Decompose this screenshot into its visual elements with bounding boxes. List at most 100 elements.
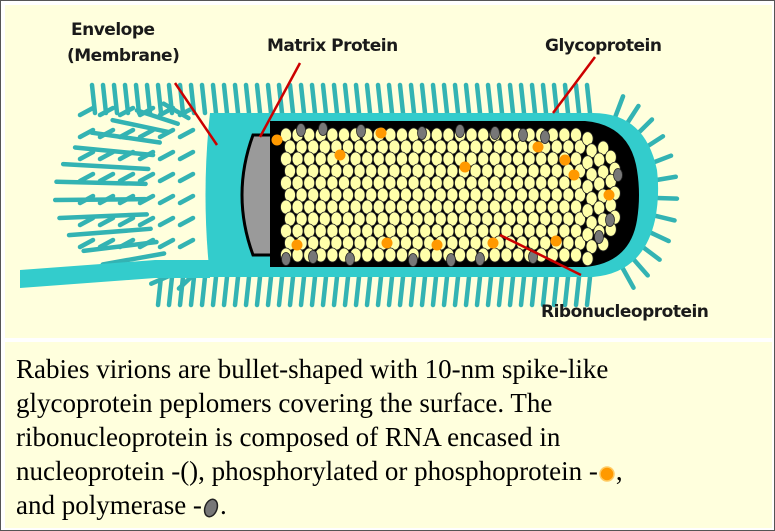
glycoprotein-spike: [356, 277, 359, 305]
glycoprotein-spike: [345, 85, 348, 113]
glycoprotein-spike: [622, 267, 633, 287]
glycoprotein-spike: [120, 196, 133, 203]
glycoprotein-spike: [532, 85, 535, 113]
glycoprotein-spike: [180, 218, 193, 225]
glycoprotein-spike: [202, 277, 205, 305]
glycoprotein-spike: [180, 152, 193, 159]
orange-dot-icon: [598, 465, 616, 483]
glycoprotein-spike: [345, 277, 348, 305]
glycoprotein-spike: [202, 85, 205, 113]
glycoprotein-spike: [160, 240, 173, 247]
virion-diagram: Envelope (Membrane) Matrix Protein Glyco…: [5, 5, 772, 338]
glycoprotein-spike: [455, 85, 458, 113]
glycoprotein-spike: [554, 277, 557, 305]
glycoprotein-spike: [312, 277, 315, 305]
glycoprotein-spike: [444, 277, 447, 305]
glycoprotein-spike: [160, 152, 173, 159]
glycoprotein-spike: [565, 85, 568, 113]
glycoprotein-spike: [100, 108, 113, 115]
glycoprotein-spike: [140, 130, 153, 137]
glycoprotein-spike: [632, 258, 647, 276]
polymerase-dot: [456, 125, 465, 138]
glycoprotein-spike: [160, 218, 173, 225]
glycoprotein-spike: [290, 85, 293, 113]
polymerase-dot: [346, 253, 355, 266]
glycoprotein-spike: [565, 277, 568, 305]
phosphoprotein-dot: [292, 240, 303, 251]
glycoprotein-spike: [312, 85, 315, 113]
glycoprotein-spike: [120, 174, 133, 181]
polymerase-dot: [282, 253, 291, 266]
glycoprotein-spike: [378, 277, 381, 305]
phosphoprotein-dot: [335, 150, 346, 161]
caption-line-3: ribonucleoprotein is composed of RNA enc…: [16, 422, 560, 452]
glycoprotein-spike: [422, 85, 425, 113]
caption-line-4: nucleoprotein -(), phosphorylated or pho…: [16, 456, 598, 486]
phosphoprotein-dot: [432, 240, 443, 251]
phosphoprotein-dot: [460, 162, 471, 173]
polymerase-dot: [309, 251, 318, 264]
glycoprotein-spike: [69, 229, 151, 235]
glycoprotein-spike: [140, 174, 153, 181]
polymerase-dot: [491, 127, 500, 140]
glycoprotein-spike: [100, 218, 113, 225]
ribonucleoprotein-coils: [281, 128, 621, 266]
glycoprotein-spike: [521, 277, 524, 305]
glycoprotein-spike: [160, 196, 173, 203]
glycoprotein-spike: [224, 277, 227, 305]
glycoprotein-spike: [268, 85, 271, 113]
glycoprotein-spike: [80, 130, 93, 137]
polymerase-dot: [606, 214, 615, 227]
glycoprotein-spike: [433, 277, 436, 305]
nucleoprotein-bead: [559, 248, 570, 262]
glycoprotein-spike: [576, 277, 579, 305]
membrane-label: (Membrane): [67, 46, 179, 66]
glycoprotein-spike: [411, 277, 414, 305]
glycoprotein-spike: [246, 85, 249, 113]
glycoprotein-spike: [120, 218, 133, 225]
glycoprotein-spike: [389, 85, 392, 113]
glycoprotein-spike: [213, 85, 216, 113]
glycoprotein-spike: [422, 277, 425, 305]
nucleoprotein-bead: [501, 248, 512, 262]
phosphoprotein-dot: [272, 135, 283, 146]
phosphoprotein-dot: [488, 238, 499, 249]
glycoprotein-spike: [323, 277, 326, 305]
glycoprotein-spike: [576, 85, 579, 113]
glycoprotein-spike: [158, 85, 161, 113]
nucleoprotein-bead: [362, 248, 373, 262]
caption-line-5: and polymerase -: [16, 490, 202, 520]
glycoprotein-spike: [169, 277, 172, 305]
phosphoprotein-dot: [551, 236, 562, 247]
glycoprotein-spike: [80, 152, 93, 159]
polymerase-dot: [418, 127, 427, 140]
glycoprotein-spike: [510, 85, 513, 113]
glycoprotein-spike: [411, 85, 414, 113]
glycoprotein-spike: [140, 240, 153, 247]
phosphoprotein-dot: [533, 142, 544, 153]
caption-line-5-end: .: [220, 490, 227, 520]
glycoprotein-spike: [367, 85, 370, 113]
glycoprotein-spike: [356, 85, 359, 113]
glycoprotein-spike: [587, 85, 590, 113]
glycoprotein-spike: [367, 277, 370, 305]
glycoprotein-spike: [466, 85, 469, 113]
ribonucleoprotein-label: Ribonucleoprotein: [541, 302, 708, 322]
glycoprotein-spike: [532, 277, 535, 305]
nucleoprotein-bead: [489, 248, 500, 262]
envelope-label: Envelope: [71, 20, 155, 40]
phosphoprotein-dot: [382, 238, 393, 249]
glycoprotein-spike: [444, 85, 447, 113]
nucleoprotein-bead: [420, 248, 431, 262]
glycoprotein-spike: [499, 277, 502, 305]
glycoprotein-spike: [334, 277, 337, 305]
glycoprotein-spike: [543, 277, 546, 305]
polymerase-dot: [409, 254, 418, 267]
glycoprotein-spike: [279, 277, 282, 305]
glycoprotein-spike: [488, 85, 491, 113]
phosphoprotein-dot: [376, 128, 387, 139]
glycoprotein-spike: [301, 277, 304, 305]
matrix-protein-label: Matrix Protein: [267, 36, 398, 56]
polymerase-dot: [476, 253, 485, 266]
glycoprotein-spike: [113, 120, 168, 132]
